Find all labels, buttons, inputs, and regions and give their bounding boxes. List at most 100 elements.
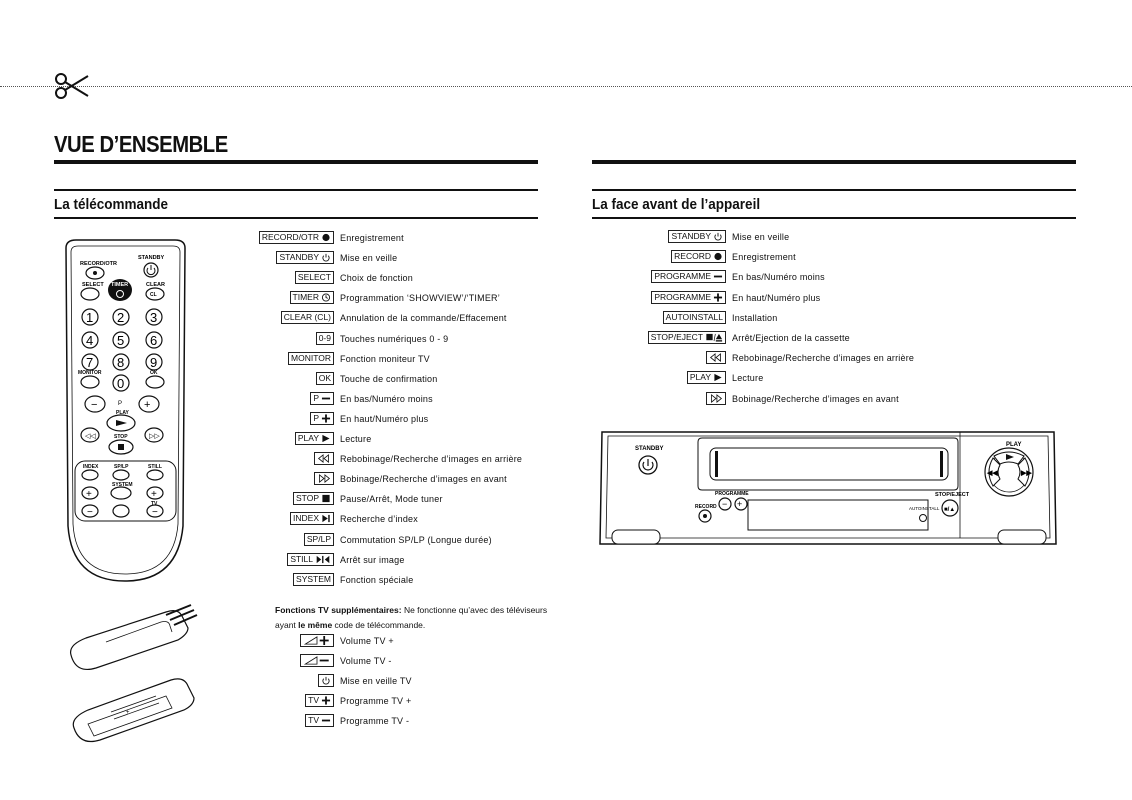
play-icon (321, 434, 331, 443)
section-title-remote: La télécommande (54, 196, 169, 213)
key-label: PLAY (689, 372, 711, 383)
remote-label-play: PLAY (116, 410, 130, 416)
key-description: Rebobinage/Recherche d’images en arrière (732, 353, 915, 364)
svg-text:■/▲: ■/▲ (944, 507, 955, 513)
remote-label-still: STILL (148, 464, 162, 470)
remote-label-clear: CLEAR (146, 282, 165, 288)
record-dot-icon (713, 252, 723, 261)
power-icon (321, 676, 331, 685)
remote-tv-standby-button[interactable] (112, 504, 130, 518)
remote-splp-button[interactable] (112, 469, 130, 481)
key-description: Fonction moniteur TV (340, 353, 430, 364)
remote-tv-plus-button[interactable] (146, 486, 164, 500)
vcr-label-record: RECORD (695, 504, 717, 510)
tv-note-text: Ne fonctionne qu’avec des téléviseurs ay… (275, 605, 548, 630)
remote-clear-button[interactable] (145, 287, 165, 301)
key-badge: STOP/EJECT (647, 331, 726, 344)
volume-minus-icon (303, 656, 331, 665)
key-label: SELECT (297, 272, 331, 283)
vcr-programme-minus-button[interactable] (718, 497, 732, 511)
remote-still-button[interactable] (146, 469, 164, 481)
key-label: STOP (296, 493, 319, 504)
svg-text:▷▷: ▷▷ (149, 433, 160, 440)
remote-system-button[interactable] (110, 486, 132, 500)
stop-square-icon (321, 494, 331, 503)
key-label: STANDBY (671, 231, 711, 241)
section-title-front-panel: La face avant de l’appareil (592, 196, 761, 213)
vcr-label-standby: STANDBY (635, 446, 664, 452)
fast-forward-icon (317, 474, 331, 484)
remote-control-illustration: RECORD/OTR STANDBY SELECT TIMER CLEAR CL… (65, 239, 186, 582)
scissors-icon (55, 73, 89, 99)
key-badge: TIMER (289, 291, 334, 305)
svg-text:+: + (144, 399, 150, 411)
key-label: P (313, 392, 319, 403)
key-description: Programmation ‘SHOWVIEW’/‘TIMER’ (340, 293, 500, 304)
remote-volume-minus-button[interactable] (81, 504, 99, 518)
power-icon (146, 265, 156, 276)
svg-text:8: 8 (117, 355, 124, 370)
remote-volume-plus-button[interactable] (81, 486, 99, 500)
key-description: En haut/Numéro plus (340, 413, 429, 424)
key-description: Choix de fonction (340, 273, 413, 284)
remote-digit-keys: 1 2 3 4 5 6 7 8 9 0 (81, 308, 163, 392)
plus-icon (321, 696, 331, 705)
svg-text:+: + (126, 710, 130, 716)
key-label: PROGRAMME (654, 271, 711, 282)
key-label: TV (308, 695, 319, 706)
remote-label-timer: TIMER (111, 282, 128, 288)
vcr-front-panel-illustration: STANDBY PROGRAMME − + RECORD PLAY ◀◀ ▶▶ … (599, 431, 1057, 545)
key-description: Arrêt sur image (340, 554, 405, 565)
key-label: STOP/EJECT (650, 332, 703, 342)
remote-rewind-button[interactable] (80, 427, 100, 443)
remote-forward-button[interactable] (144, 427, 164, 443)
key-description: Mise en veille (732, 232, 790, 242)
svg-text:+: + (737, 499, 742, 509)
key-label: RECORD/OTR (261, 232, 319, 242)
key-label: STANDBY (279, 252, 319, 263)
vcr-stop-eject-button[interactable] (941, 499, 959, 517)
key-description: Touche de confirmation (340, 373, 438, 384)
key-description: En haut/Numéro plus (732, 292, 821, 303)
key-description: Programme TV + (340, 696, 412, 707)
key-badge: INDEX (290, 512, 334, 526)
remote-ok-button[interactable] (145, 375, 165, 389)
power-icon (321, 253, 331, 262)
key-description: Volume TV - (340, 656, 392, 667)
play-icon (116, 420, 127, 426)
key-badge (300, 654, 334, 668)
remote-monitor-button[interactable] (80, 375, 100, 389)
key-description: Annulation de la commande/Effacement (340, 313, 507, 324)
remote-tv-minus-button[interactable] (146, 504, 164, 518)
remote-select-button[interactable] (80, 287, 100, 301)
svg-text:3: 3 (150, 310, 157, 325)
vcr-autoinstall-button[interactable] (919, 514, 927, 522)
key-description: Commutation SP/LP (Longue durée) (340, 534, 492, 545)
key-description: Bobinage/Recherche d’images en avant (732, 393, 899, 404)
vcr-rewind-button[interactable] (988, 457, 1001, 487)
remote-label-index: INDEX (83, 464, 99, 470)
key-description: Installation (732, 312, 778, 323)
power-icon (713, 232, 723, 241)
key-label: SYSTEM (296, 573, 331, 584)
vcr-label-programme: PROGRAMME (715, 491, 749, 497)
vcr-forward-button[interactable] (1017, 457, 1030, 487)
key-description: Mise en veille TV (340, 676, 412, 687)
svg-text:−: − (91, 399, 97, 411)
remote-index-button[interactable] (81, 469, 99, 481)
tv-note-emphasis: le même (298, 620, 333, 630)
minus-icon (321, 394, 331, 403)
svg-text:−: − (722, 499, 727, 509)
record-dot-icon (93, 271, 97, 275)
key-description: Bobinage/Recherche d’images en avant (340, 474, 507, 485)
remote-label-tv: TV (151, 501, 158, 507)
key-description: Lecture (340, 434, 372, 444)
remote-p-plus-button[interactable] (138, 395, 160, 413)
vcr-programme-plus-button[interactable] (734, 497, 748, 511)
key-label: STILL (290, 553, 313, 564)
remote-p-minus-button[interactable] (84, 395, 106, 413)
key-label: TV (308, 715, 319, 726)
timer-clock-icon (116, 290, 124, 298)
key-badge (300, 634, 334, 647)
key-label: CLEAR (CL) (283, 312, 331, 323)
